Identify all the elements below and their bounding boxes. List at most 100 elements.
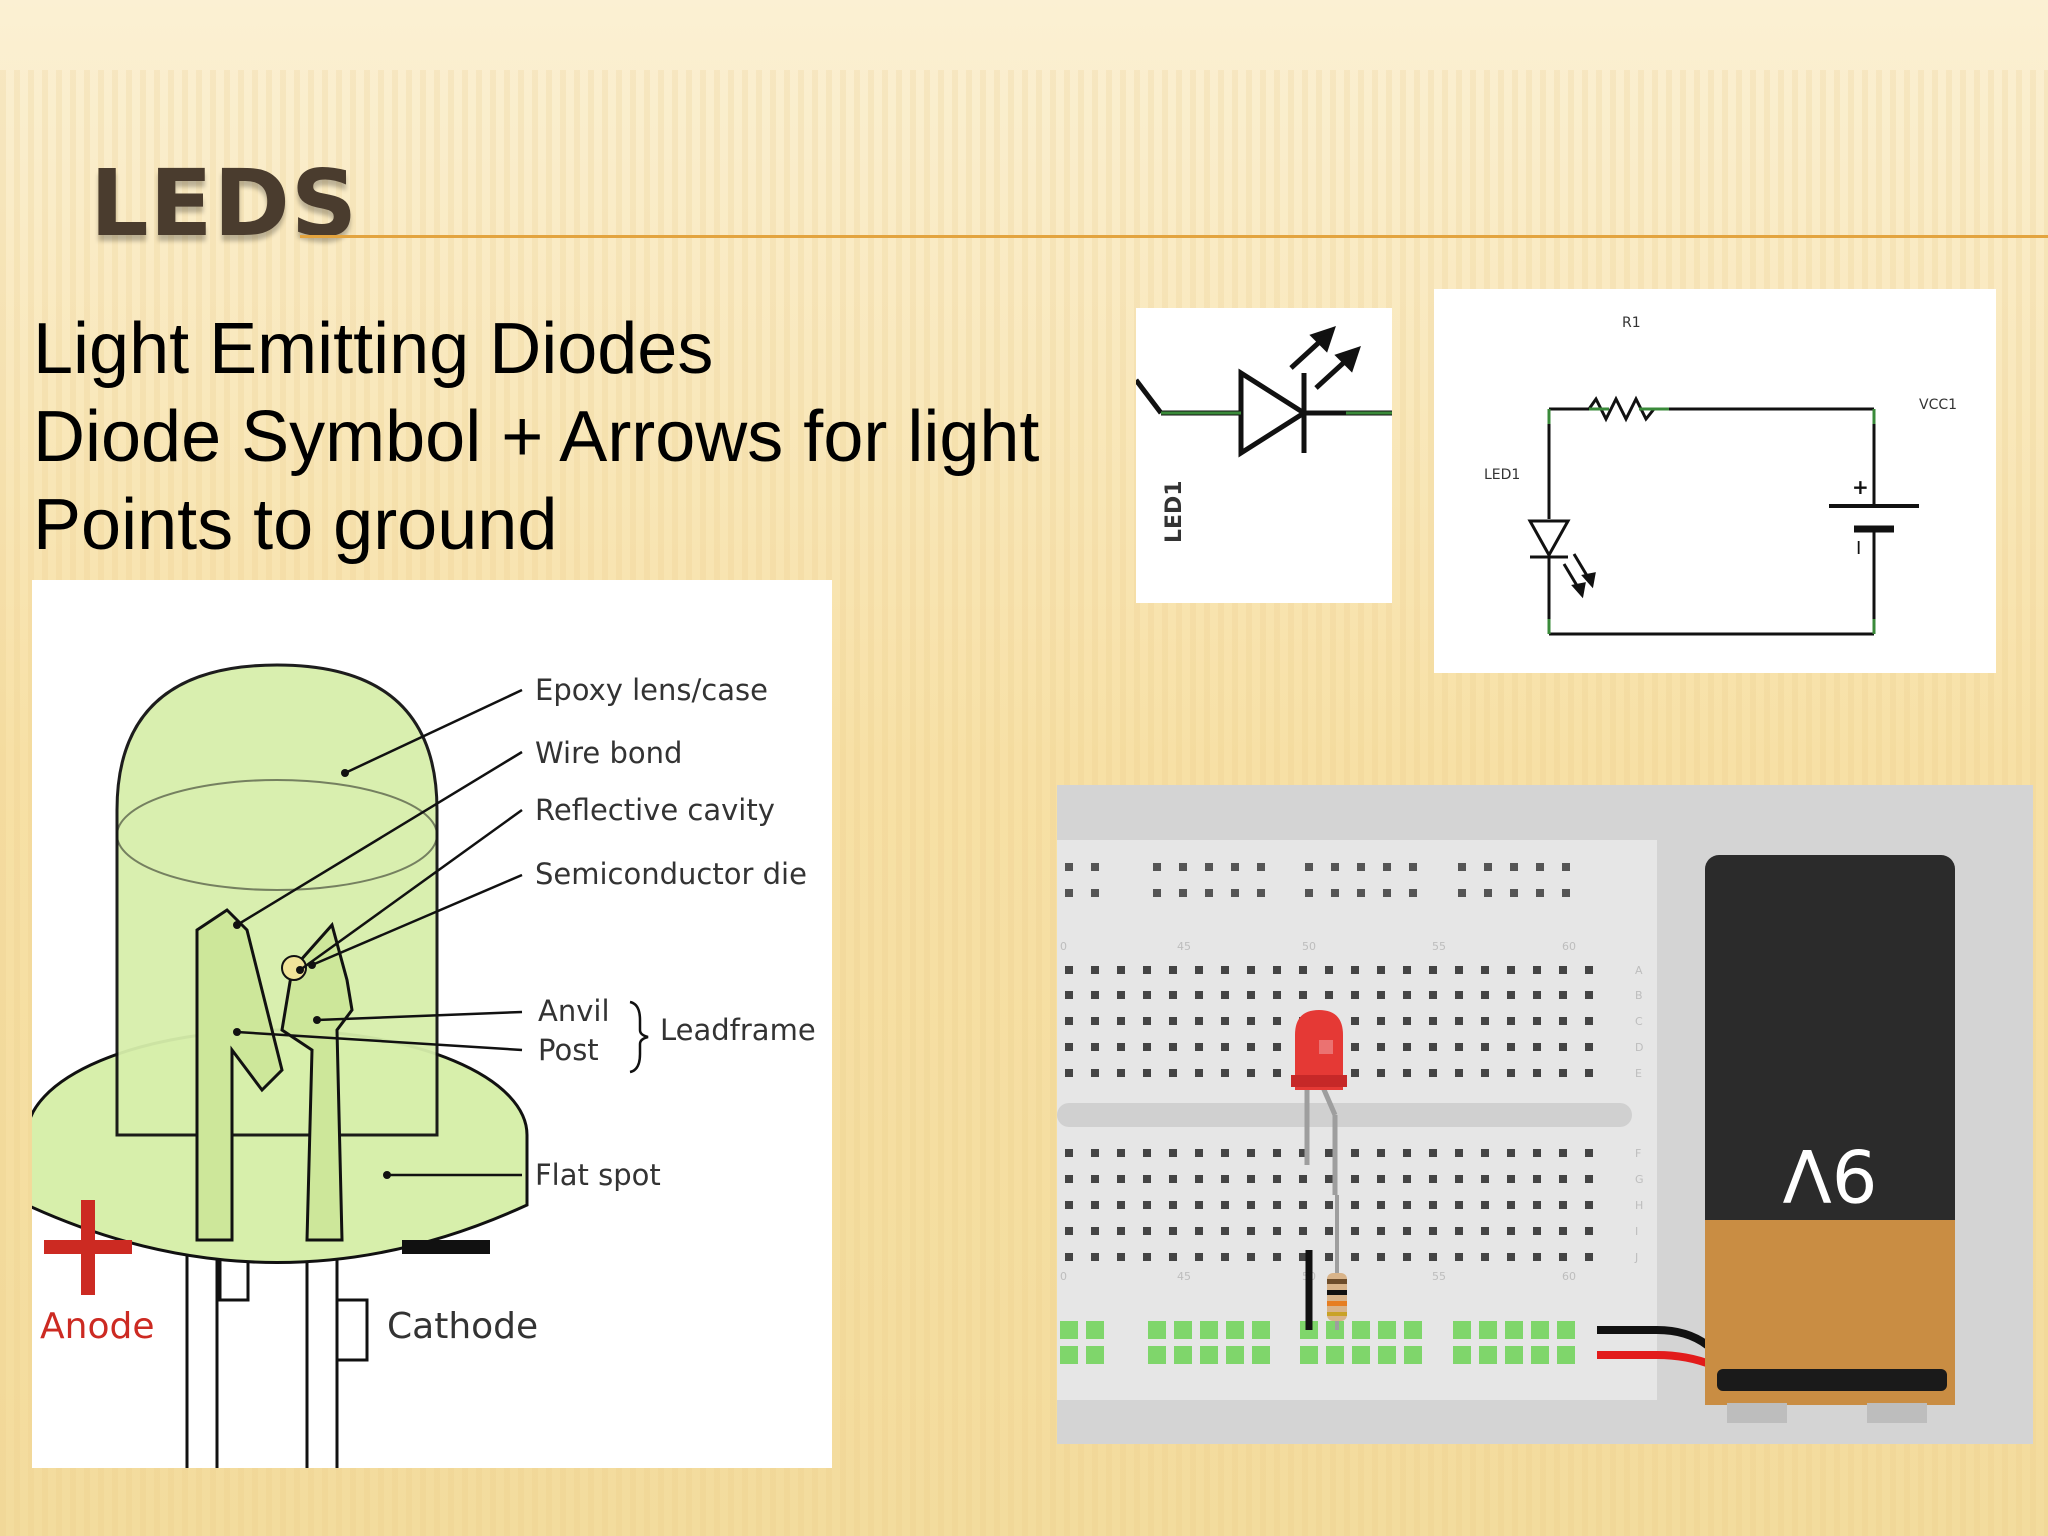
breadboard-hole — [1351, 1043, 1359, 1051]
breadboard-hole — [1195, 966, 1203, 974]
breadboard-hole — [1351, 1253, 1359, 1261]
breadboard-hole — [1299, 1201, 1307, 1209]
breadboard-hole — [1507, 1175, 1515, 1183]
breadboard-hole — [1533, 1017, 1541, 1025]
breadboard-hole — [1065, 1201, 1073, 1209]
light-arrows-icon — [1562, 553, 1596, 599]
breadboard-hole — [1091, 1149, 1099, 1157]
row-letter: F — [1635, 1147, 1641, 1160]
breadboard-hole — [1143, 966, 1151, 974]
column-number: 0 — [1060, 1270, 1067, 1283]
breadboard-hole — [1351, 966, 1359, 974]
breadboard-hole — [1143, 1043, 1151, 1051]
breadboard-hole — [1299, 1253, 1307, 1261]
breadboard-hole — [1585, 1227, 1593, 1235]
row-letter: G — [1635, 1173, 1644, 1186]
breadboard-hole — [1169, 991, 1177, 999]
resistor-label: R1 — [1622, 315, 1641, 331]
breadboard-hole — [1273, 1253, 1281, 1261]
breadboard-hole — [1377, 1069, 1385, 1077]
breadboard-hole — [1403, 1043, 1411, 1051]
highlighted-hole — [1226, 1346, 1244, 1364]
breadboard-hole — [1403, 1069, 1411, 1077]
highlighted-hole — [1352, 1321, 1370, 1339]
breadboard-hole — [1429, 1201, 1437, 1209]
highlighted-hole — [1226, 1321, 1244, 1339]
breadboard-hole — [1091, 1253, 1099, 1261]
breadboard-hole — [1117, 991, 1125, 999]
highlighted-hole — [1200, 1321, 1218, 1339]
highlighted-hole — [1352, 1346, 1370, 1364]
highlighted-hole — [1252, 1321, 1270, 1339]
breadboard-hole — [1273, 1175, 1281, 1183]
breadboard-hole — [1247, 1069, 1255, 1077]
led-leadframe — [195, 908, 354, 1242]
column-number: 60 — [1562, 940, 1576, 953]
breadboard-hole — [1299, 1227, 1307, 1235]
breadboard-hole — [1507, 1043, 1515, 1051]
breadboard-hole — [1247, 1017, 1255, 1025]
breadboard-hole — [1117, 1201, 1125, 1209]
breadboard-hole — [1247, 966, 1255, 974]
breadboard-hole — [1205, 863, 1213, 871]
breadboard-hole — [1195, 1253, 1203, 1261]
highlighted-hole — [1453, 1321, 1471, 1339]
column-number: 55 — [1432, 1270, 1446, 1283]
highlighted-hole — [1148, 1321, 1166, 1339]
flat-spot-label: Flat spot — [535, 1158, 661, 1192]
breadboard-hole — [1455, 1043, 1463, 1051]
breadboard-hole — [1257, 889, 1265, 897]
row-letter: D — [1635, 1041, 1643, 1054]
light-arrows-icon — [1289, 326, 1361, 390]
breadboard-hole — [1484, 889, 1492, 897]
row-letter: I — [1635, 1225, 1638, 1238]
breadboard-hole — [1585, 1175, 1593, 1183]
breadboard-hole — [1299, 966, 1307, 974]
breadboard-hole — [1585, 1201, 1593, 1209]
breadboard-hole — [1481, 1253, 1489, 1261]
breadboard-hole — [1507, 966, 1515, 974]
breadboard-hole — [1455, 1253, 1463, 1261]
breadboard-hole — [1585, 1043, 1593, 1051]
breadboard-hole — [1377, 1175, 1385, 1183]
breadboard-hole — [1325, 966, 1333, 974]
highlighted-hole — [1453, 1346, 1471, 1364]
breadboard-hole — [1559, 1227, 1567, 1235]
breadboard-hole — [1325, 1227, 1333, 1235]
row-letter: B — [1635, 989, 1643, 1002]
minus-icon — [402, 1240, 490, 1254]
breadboard-hole — [1562, 863, 1570, 871]
highlighted-hole — [1326, 1346, 1344, 1364]
battery-voltage-label: 9V — [1782, 1133, 1877, 1217]
breadboard-hole — [1507, 1253, 1515, 1261]
breadboard-hole — [1195, 1017, 1203, 1025]
breadboard-hole — [1507, 991, 1515, 999]
breadboard-hole — [1458, 863, 1466, 871]
breadboard-hole — [1221, 1017, 1229, 1025]
column-number: 0 — [1060, 940, 1067, 953]
breadboard-hole — [1481, 1227, 1489, 1235]
breadboard-hole — [1507, 1201, 1515, 1209]
breadboard-hole — [1169, 1253, 1177, 1261]
breadboard-hole — [1153, 889, 1161, 897]
breadboard-hole — [1221, 1201, 1229, 1209]
breadboard-hole — [1195, 991, 1203, 999]
breadboard-hole — [1169, 1149, 1177, 1157]
breadboard-hole — [1091, 966, 1099, 974]
slide-title: LEDS — [90, 150, 359, 257]
breadboard-hole — [1481, 1017, 1489, 1025]
breadboard-hole — [1351, 1175, 1359, 1183]
breadboard-hole — [1247, 1227, 1255, 1235]
circuit-schematic-panel: R1 VCC1 LED1 + I — [1434, 289, 1996, 673]
led-leads — [185, 1238, 369, 1468]
breadboard-hole — [1455, 1175, 1463, 1183]
row-letter: E — [1635, 1067, 1642, 1080]
breadboard-hole — [1429, 1017, 1437, 1025]
breadboard-hole — [1559, 1175, 1567, 1183]
breadboard-hole — [1351, 1149, 1359, 1157]
breadboard-hole — [1429, 1175, 1437, 1183]
breadboard-hole — [1221, 1227, 1229, 1235]
breadboard-hole — [1585, 1253, 1593, 1261]
breadboard-hole — [1429, 1043, 1437, 1051]
breadboard-hole — [1143, 1253, 1151, 1261]
